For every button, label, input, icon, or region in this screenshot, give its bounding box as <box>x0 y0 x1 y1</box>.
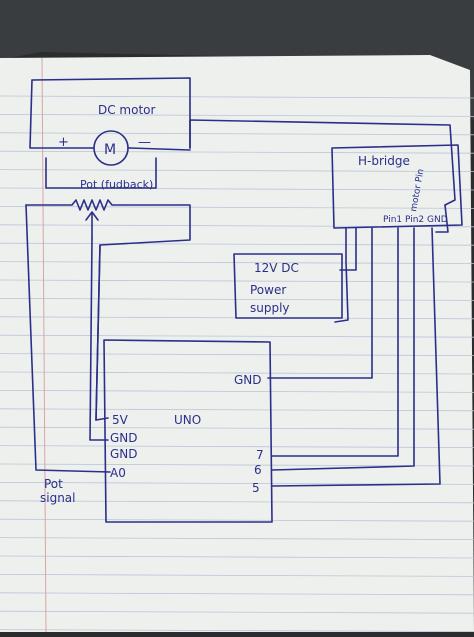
motor-plus-label: + <box>58 135 69 150</box>
pin-7-label: 7 <box>256 448 264 462</box>
pin-gnd1-label: GND <box>110 431 138 445</box>
ruled-line <box>0 426 474 430</box>
psu-voltage-label: 12V DC <box>254 261 299 275</box>
pin2-label: Pin2 <box>405 215 424 225</box>
ruled-line <box>0 297 474 301</box>
motor-pot-frame <box>45 157 157 189</box>
pin1-label: Pin1 <box>383 215 402 225</box>
ruled-line <box>0 610 474 614</box>
ruled-line <box>0 445 474 449</box>
ruled-lines <box>0 95 474 632</box>
ruled-line <box>0 463 474 467</box>
ruled-line <box>0 500 474 504</box>
hbridge-gnd-label: GND <box>427 215 448 225</box>
wire-hbridge-motor-return <box>435 204 449 233</box>
ruled-line <box>0 132 474 136</box>
desk-top <box>0 0 474 120</box>
wire-pot-gnd <box>89 237 109 441</box>
uno-gnd-right-label: GND <box>234 373 262 387</box>
power-supply-box <box>233 253 343 319</box>
uno-box <box>103 339 273 523</box>
motor-minus-label: — <box>138 135 151 150</box>
ruled-line <box>0 150 474 154</box>
wire-hbridge-gnd-uno <box>267 227 373 379</box>
pin-5v-label: 5V <box>112 413 129 427</box>
ruled-line <box>0 169 474 173</box>
wire-top-loop <box>31 77 191 149</box>
wire-motor-right <box>129 147 191 151</box>
ruled-line <box>0 408 474 412</box>
pot-feedback-label: Pot (fudback) <box>80 178 153 191</box>
pot-signal-label-2: signal <box>40 491 76 505</box>
pot-wiper-arrow <box>85 211 99 221</box>
motor-m-label: M <box>104 142 116 158</box>
ruled-line <box>0 261 474 265</box>
ruled-line <box>0 389 474 393</box>
pot-signal-label-1: Pot <box>44 477 63 491</box>
pin-5-label: 5 <box>252 481 260 495</box>
ruled-line <box>0 371 474 375</box>
ruled-line <box>0 518 474 522</box>
uno-label: UNO <box>174 413 201 427</box>
wire-pot-5v <box>95 244 109 421</box>
margin-line <box>41 57 47 633</box>
wire-gnd-5 <box>271 227 441 487</box>
ruled-line <box>0 242 474 246</box>
ruled-line <box>0 353 474 357</box>
wire-psu-minus <box>339 227 357 271</box>
ruled-line <box>0 114 474 117</box>
potentiometer-resistor <box>25 199 191 421</box>
psu-supply-label: supply <box>250 301 290 315</box>
wire-left-loop <box>29 79 93 149</box>
ruled-line <box>0 592 474 596</box>
hbridge-label: H-bridge <box>358 154 410 168</box>
ruled-line <box>0 574 474 577</box>
notebook-page <box>0 55 474 632</box>
pin-a0-label: A0 <box>110 466 126 480</box>
ruled-line <box>0 555 474 559</box>
wire-psu-plus <box>334 227 349 323</box>
pin-6-label: 6 <box>254 463 262 477</box>
ruled-line <box>0 95 474 99</box>
hbridge-box <box>331 144 463 229</box>
ruled-line <box>0 537 474 540</box>
dc-motor-label: DC motor <box>98 103 156 117</box>
wire-pin2-6 <box>271 227 415 471</box>
wire-pin1-7 <box>271 227 399 457</box>
psu-power-label: Power <box>250 283 286 297</box>
ruled-line <box>0 279 474 283</box>
wire-pot-signal <box>25 204 111 473</box>
ruled-line <box>0 334 474 338</box>
ink-drawing <box>25 77 463 523</box>
pin-gnd2-label: GND <box>110 447 138 461</box>
ruled-line <box>0 629 474 632</box>
